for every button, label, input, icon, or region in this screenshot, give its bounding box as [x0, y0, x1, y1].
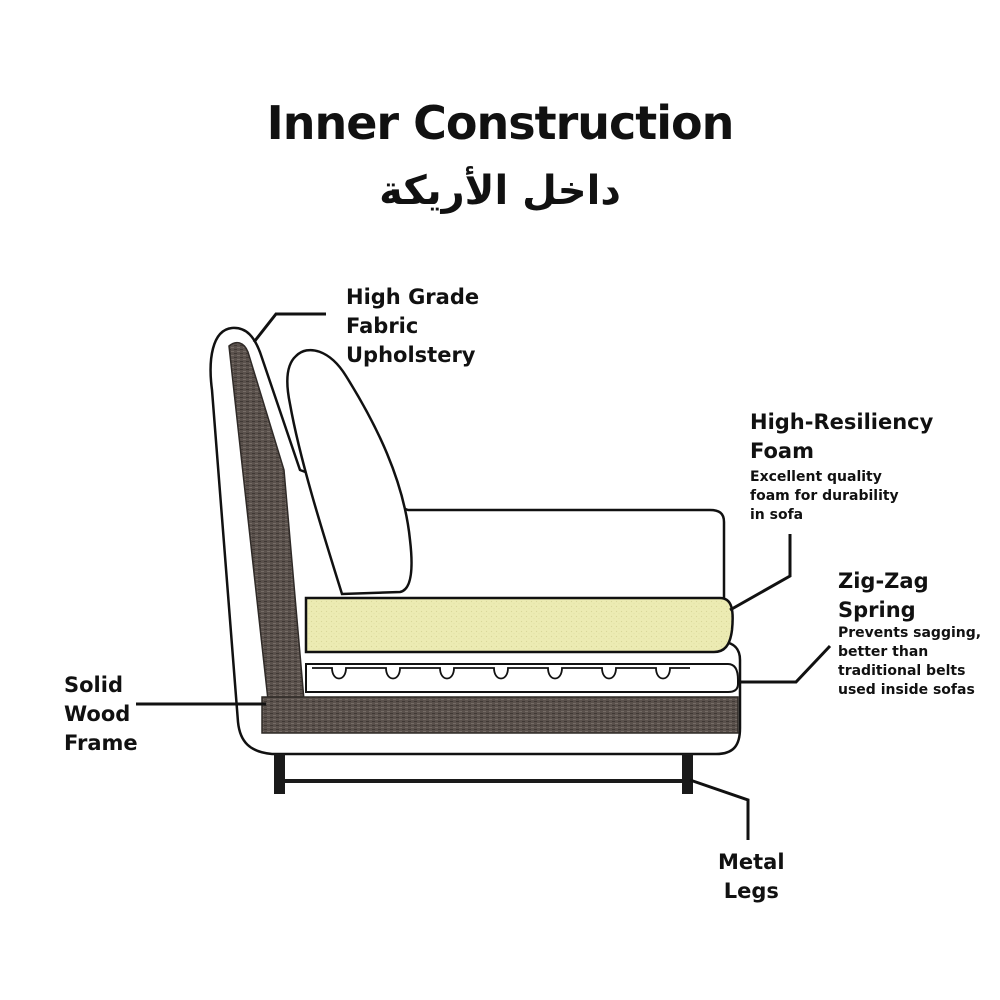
metal-leg-right	[682, 754, 693, 794]
spring-label: Zig-Zag Spring	[838, 569, 929, 622]
wood-frame-base	[261, 696, 739, 734]
foam-seat-cushion	[304, 596, 734, 654]
spring-wave-path	[312, 667, 690, 680]
back-cushion	[286, 348, 413, 596]
foam-leader-line	[729, 534, 792, 612]
metal-leg-crossbar	[285, 779, 682, 783]
spring-description: Prevents sagging, better than traditiona…	[838, 625, 982, 698]
page-subtitle-arabic: داخل الأريكة	[379, 168, 621, 214]
foam-label: High-Resiliency Foam	[750, 410, 934, 463]
legs-leader-line	[689, 778, 750, 840]
foam-description: Excellent quality foam for durability in…	[750, 469, 899, 523]
metal-legs-label: Metal Legs	[718, 850, 785, 903]
metal-leg-left	[274, 754, 285, 794]
zig-zag-spring-waves	[312, 667, 690, 680]
fabric-leader-line	[252, 312, 326, 343]
zig-zag-spring-layer	[305, 663, 739, 693]
wood-frame-label: Solid Wood Frame	[64, 673, 138, 755]
fabric-upholstery-label: High Grade Fabric Upholstery	[346, 285, 480, 367]
spring-leader-line	[738, 644, 832, 684]
wood-frame-back	[228, 341, 305, 701]
page-title: Inner Construction	[266, 96, 735, 150]
